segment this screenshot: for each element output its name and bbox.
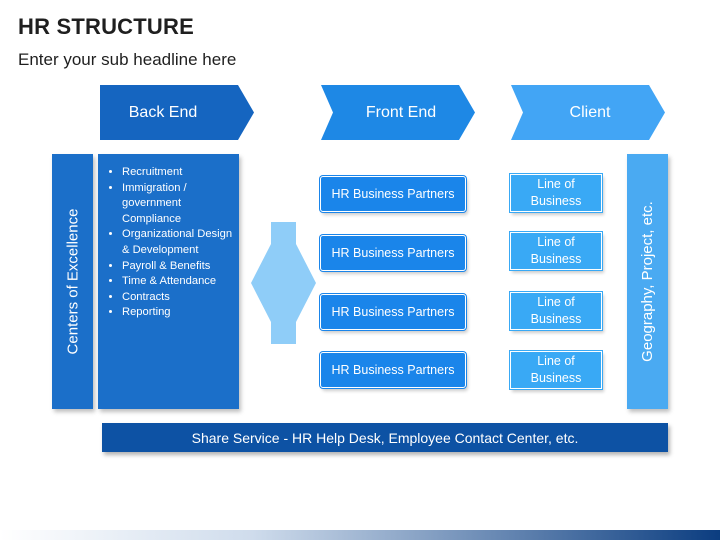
list-item: Contracts (122, 290, 235, 306)
hr-business-partners-button[interactable]: HR Business Partners (320, 294, 466, 330)
back-end-label: Back End (128, 103, 198, 121)
shared-service-bar: Share Service - HR Help Desk, Employee C… (102, 423, 668, 452)
line-of-business-box[interactable]: Line of Business (510, 351, 602, 389)
double-arrow-icon (251, 222, 316, 344)
centers-of-excellence-box: Centers of Excellence (52, 154, 93, 409)
list-item: Reporting (122, 305, 235, 321)
footer-gradient-strip (0, 530, 720, 540)
list-item: Organizational Design & Development (122, 227, 235, 258)
line-of-business-box[interactable]: Line of Business (510, 174, 602, 212)
hr-business-partners-button[interactable]: HR Business Partners (320, 235, 466, 271)
back-end-list: Recruitment Immigration / government Com… (106, 165, 235, 321)
front-end-label: Front End (365, 103, 437, 121)
client-label: Client (569, 103, 611, 121)
front-end-chevron (321, 85, 475, 140)
line-of-business-box[interactable]: Line of Business (510, 232, 602, 270)
line-of-business-box[interactable]: Line of Business (510, 292, 602, 330)
list-item: Recruitment (122, 165, 235, 181)
page-title: HR STRUCTURE (18, 14, 194, 39)
geography-project-box: Geography, Project, etc. (627, 154, 668, 409)
list-item: Time & Attendance (122, 274, 235, 290)
geography-project-label: Geography, Project, etc. (639, 201, 657, 362)
hr-business-partners-button[interactable]: HR Business Partners (320, 352, 466, 388)
list-item: Payroll & Benefits (122, 259, 235, 275)
list-item: Immigration / government Compliance (122, 181, 235, 228)
centers-of-excellence-label: Centers of Excellence (64, 208, 81, 355)
hr-business-partners-button[interactable]: HR Business Partners (320, 176, 466, 212)
page-subtitle: Enter your sub headline here (18, 50, 237, 69)
back-end-list-box: Recruitment Immigration / government Com… (98, 154, 239, 409)
back-end-chevron (100, 85, 254, 140)
client-chevron (511, 85, 665, 140)
